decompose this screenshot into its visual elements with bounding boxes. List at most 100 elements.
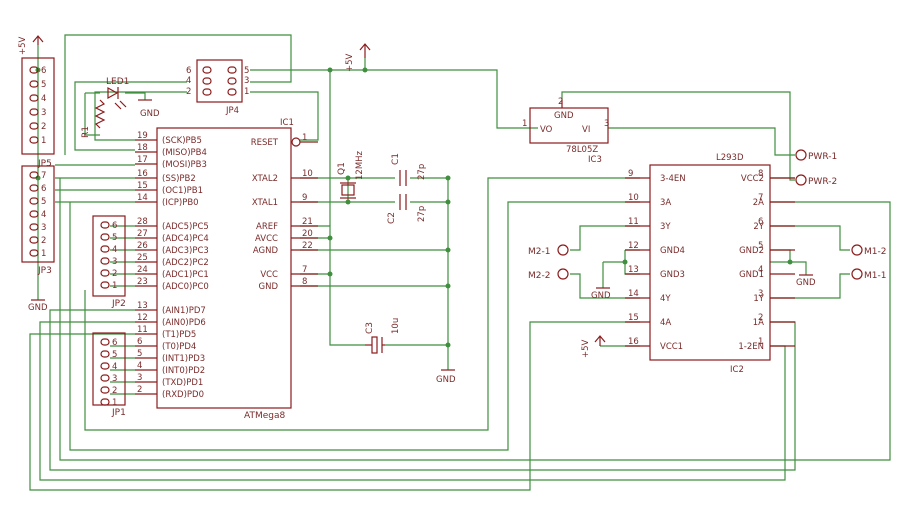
ic2-pin-label: 3-4EN [660, 174, 686, 184]
header-pin-pad [29, 94, 39, 102]
vcc-label-top: +5V [345, 53, 355, 72]
ic1-pin-number: 21 [302, 217, 313, 227]
jp1-name: JP1 [111, 408, 126, 418]
led1: LED1 [106, 77, 129, 110]
ic1-pin-label: (ADC2)PC2 [162, 258, 209, 268]
q1-value: 12MHz [355, 150, 365, 180]
ic1-pin-number: 23 [137, 277, 148, 287]
ic1-pin-label: VCC [260, 270, 278, 280]
header-pin-number: 2 [41, 236, 46, 246]
ic1-pin-number: 6 [137, 337, 142, 347]
ic1-pin-number: 12 [137, 313, 148, 323]
ic1-pin-number: 10 [302, 169, 313, 179]
ic2-pin-label: VCC1 [660, 342, 683, 352]
ic1-pin-number: 27 [137, 229, 148, 239]
ic1-pin-label: AREF [256, 222, 278, 232]
ic2-pin-number: 9 [628, 169, 633, 179]
pwr-2-label: PWR-2 [808, 177, 837, 187]
connector-m2-2: M2-2 [528, 268, 569, 281]
header-pin-pad [100, 338, 110, 346]
header-pin-pad [100, 233, 110, 241]
ic2-pin-number: 8 [758, 169, 763, 179]
ic2-pin-label: 4A [660, 318, 671, 328]
header-pin-pad [100, 398, 110, 406]
r1-name: R1 [81, 126, 91, 138]
q1-name: Q1 [337, 162, 347, 175]
header-pin-pad [29, 184, 39, 192]
jp4-pin-6: 6 [186, 66, 191, 76]
ic1-pin-number: 18 [137, 143, 148, 153]
ic1-pin-label: (AIN1)PD7 [162, 306, 206, 316]
header-pin-pad [100, 269, 110, 277]
ic1-pin-label: AVCC [255, 234, 278, 244]
ic3-value: 78L05Z [566, 145, 598, 155]
jp4-pin-3: 3 [244, 76, 249, 86]
ic1-pin-number: 15 [137, 181, 148, 191]
header-pin-pad [29, 66, 39, 74]
header-pin-number: 2 [112, 386, 117, 396]
ic1-pin-label: (RXD)PD0 [162, 390, 204, 400]
ic1-pin-label: (T1)PD5 [162, 330, 196, 340]
ic2-pin-label: GND1 [739, 270, 764, 280]
ic2-pin-number: 15 [628, 313, 639, 323]
jp4-pin-2: 2 [186, 87, 191, 97]
crystal-q1: Q1 12MHz [337, 150, 365, 199]
header-pin-pad [100, 386, 110, 394]
header-pin-pad [29, 249, 39, 257]
ic1-pin-number: 9 [302, 193, 307, 203]
ic3-regulator: GND VO VI 2 1 3 78L05Z IC3 [522, 97, 609, 165]
header-pin-pad [100, 257, 110, 265]
header-pin-number: 6 [112, 221, 117, 231]
r1: R1 [81, 99, 106, 138]
wires [29, 34, 891, 491]
header-pin-number: 4 [41, 94, 46, 104]
ic1-pin-label: (TXD)PD1 [162, 378, 203, 388]
ic2-pin-number: 13 [628, 265, 639, 275]
connector-pwr-2: PWR-2 [795, 174, 837, 187]
ic3-pin-2: 2 [558, 97, 563, 107]
header-pin-pad [29, 122, 39, 130]
ic1-pin-label: XTAL2 [252, 174, 278, 184]
ic1-pin-number: 1 [302, 133, 307, 143]
m1-2-label: M1-2 [864, 247, 886, 257]
ic2-pin-number: 5 [758, 241, 763, 251]
ic2-pin-label: 3A [660, 198, 671, 208]
header-pin-pad [29, 171, 39, 179]
c3-value: 10u [391, 318, 401, 334]
ic2-pin-label: VCC2 [741, 174, 764, 184]
ic1-pin-number: 25 [137, 253, 148, 263]
vcc-symbol-jp5: +5V [18, 35, 44, 55]
connector-m1-2: M1-2 [851, 244, 886, 257]
jp4-pin-1: 1 [244, 87, 249, 97]
gnd-symbol-ic2-left: GND [591, 287, 611, 301]
header-pin-number: 4 [112, 362, 117, 372]
gnd-symbol-led: GND [138, 99, 160, 119]
ic1-pin-number: 7 [302, 265, 307, 275]
capacitor-c2: C2 27p [387, 194, 427, 224]
ic1-pin-label: (SS)PB2 [162, 174, 196, 184]
ic1-pin-number: 3 [137, 373, 142, 383]
c1-value: 27p [417, 164, 427, 180]
ic1-pin-number: 17 [137, 155, 148, 165]
header-pin-number: 1 [112, 398, 117, 408]
led1-name: LED1 [106, 77, 129, 87]
header-pin-number: 6 [112, 338, 117, 348]
header-pin-number: 1 [41, 249, 46, 259]
connector-m2-1: M2-1 [528, 244, 569, 257]
header-pin-number: 2 [41, 122, 46, 132]
vcc-label-ic2: +5V [581, 339, 591, 358]
header-pin-number: 1 [112, 281, 117, 291]
header-pin-number: 5 [112, 350, 117, 360]
c2-name: C2 [387, 212, 397, 224]
ic1-pin-label: (ADC1)PC1 [162, 270, 209, 280]
vcc-label-jp5: +5V [18, 36, 28, 55]
header-pin-pad [29, 80, 39, 88]
m2-2-label: M2-2 [528, 271, 550, 281]
gnd-symbol-jp3: GND [28, 299, 48, 313]
ic1-pin-number: 4 [137, 361, 142, 371]
